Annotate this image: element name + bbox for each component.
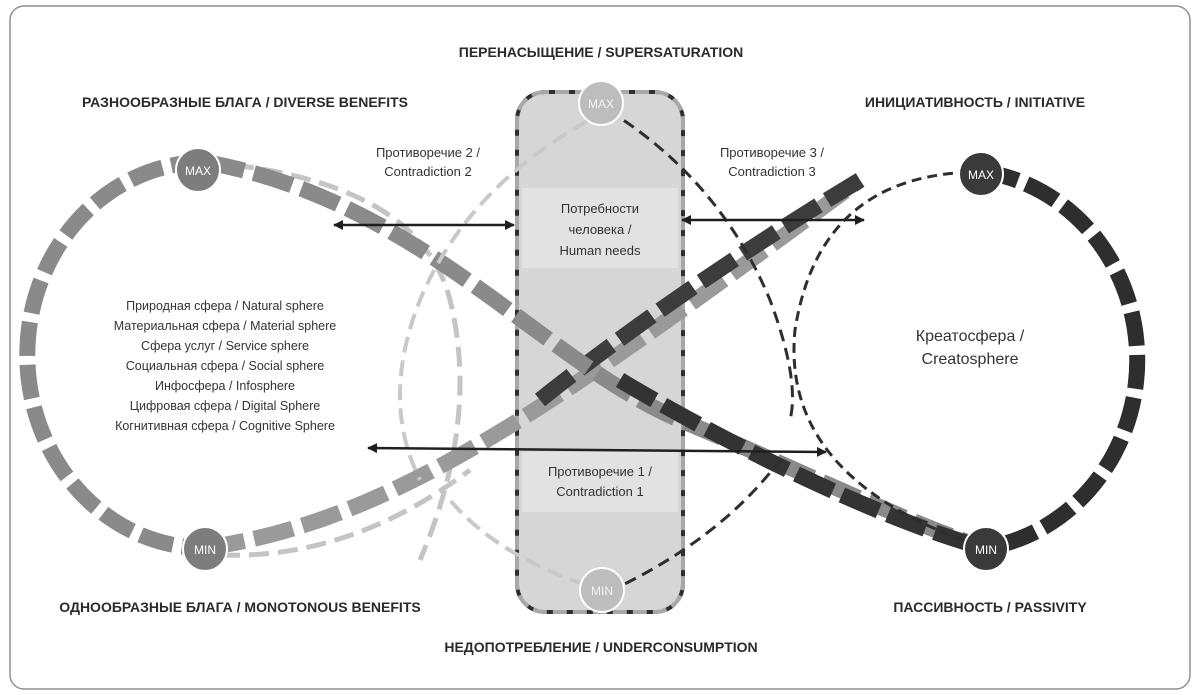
human-needs-box <box>522 188 678 268</box>
right-loop-inner-dash <box>792 170 986 550</box>
contradiction-2-line-1: Противоречие 2 / <box>376 145 480 160</box>
contradiction-1-box <box>522 452 678 512</box>
left-loop-light-dash-lower <box>219 467 472 558</box>
left-max-node: MAX <box>175 147 221 193</box>
center-min-node: MIN <box>579 567 625 613</box>
diagonal-up-band <box>203 173 865 556</box>
heading-diverse-benefits: РАЗНООБРАЗНЫЕ БЛАГА / DIVERSE BENEFITS <box>82 94 408 110</box>
heading-underconsumption: НЕДОПОТРЕБЛЕНИЕ / UNDERCONSUMPTION <box>444 639 757 655</box>
center-min-label: MIN <box>591 584 613 598</box>
creatosphere-line-2: Creatosphere <box>922 351 1019 368</box>
center-max-node: MAX <box>578 80 624 126</box>
sphere-cognitive: Когнитивная сфера / Cognitive Sphere <box>115 419 335 433</box>
contradiction-2-line-2: Contradiction 2 <box>384 164 471 179</box>
creatosphere-line-1: Креатосфера / <box>916 328 1025 345</box>
right-loop-outer-arc <box>983 164 1146 556</box>
left-loop-outer-arc <box>19 154 206 556</box>
center-max-light-dash <box>398 108 609 481</box>
diagonal-down-band-dark <box>615 373 988 556</box>
left-min-label: MIN <box>194 543 216 557</box>
sphere-natural: Природная сфера / Natural sphere <box>126 299 324 313</box>
contradiction-1-line-1: Противоречие 1 / <box>548 464 652 479</box>
heading-initiative: ИНИЦИАТИВНОСТЬ / INITIATIVE <box>865 94 1085 110</box>
contradiction-3-line-1: Противоречие 3 / <box>720 145 824 160</box>
sphere-service: Сфера услуг / Service sphere <box>141 339 309 353</box>
center-min-dark-dash <box>607 459 782 594</box>
heading-supersaturation: ПЕРЕНАСЫЩЕНИЕ / SUPERSATURATION <box>459 44 743 60</box>
left-loop-light-dash <box>204 159 463 561</box>
human-needs-line-3: Human needs <box>560 243 641 258</box>
left-min-node: MIN <box>182 526 228 572</box>
right-min-label: MIN <box>975 543 997 557</box>
center-max-label: MAX <box>588 97 614 111</box>
contradiction-1-line-2: Contradiction 1 <box>556 484 643 499</box>
center-max-dark-dash <box>607 108 794 421</box>
sphere-info: Инфосфера / Infosphere <box>155 379 295 393</box>
heading-passivity: ПАССИВНОСТЬ / PASSIVITY <box>893 599 1087 615</box>
contradiction-3-line-2: Contradiction 3 <box>728 164 815 179</box>
sphere-social: Социальная сфера / Social sphere <box>126 359 325 373</box>
diagonal-down-band <box>203 154 988 556</box>
right-max-node: MAX <box>958 151 1004 197</box>
sphere-digital: Цифровая сфера / Digital Sphere <box>130 399 320 413</box>
right-min-node: MIN <box>963 526 1009 572</box>
right-max-label: MAX <box>968 168 994 182</box>
arrow-contradiction-1 <box>367 443 827 457</box>
heading-monotonous-benefits: ОДНООБРАЗНЫЕ БЛАГА / MONOTONOUS BENEFITS <box>59 599 420 615</box>
left-max-label: MAX <box>185 164 211 178</box>
human-needs-line-2: человека / <box>569 222 632 237</box>
human-needs-line-1: Потребности <box>561 201 639 216</box>
sphere-material: Материальная сфера / Material sphere <box>114 319 337 333</box>
